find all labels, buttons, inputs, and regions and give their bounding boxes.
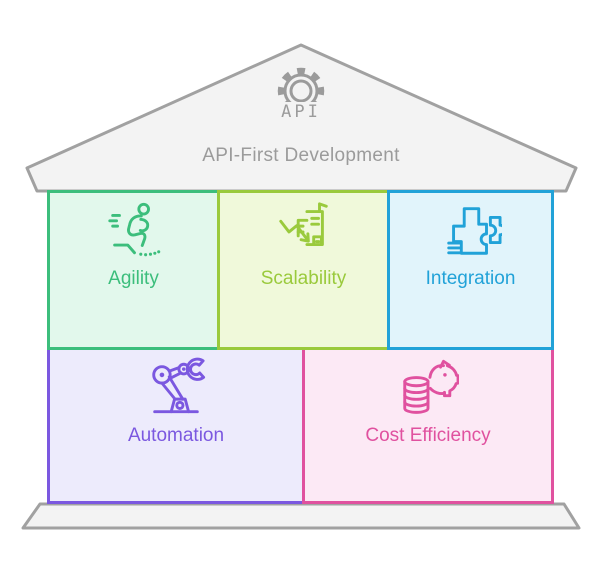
foundation-shape (21, 502, 581, 530)
room-integration: Integration (387, 190, 554, 350)
room-label-integration: Integration (425, 268, 516, 289)
room-label-automation: Automation (127, 425, 225, 446)
roof-content: API API-First Development (0, 67, 602, 167)
building-decline-arrow-icon (278, 202, 328, 246)
room-agility: Agility (47, 190, 220, 350)
room-automation: Automation (47, 347, 305, 504)
piggy-bank-coins-icon (403, 359, 459, 414)
room-cost-efficiency: Cost Efficiency (302, 347, 554, 504)
room-label-agility: Agility (108, 268, 159, 289)
gear-api-icon: API (277, 67, 325, 122)
room-label-cost-efficiency: Cost Efficiency (365, 425, 491, 446)
room-scalability: Scalability (217, 190, 390, 350)
runner-icon (107, 202, 160, 257)
puzzle-pieces-icon (446, 207, 502, 255)
room-label-scalability: Scalability (260, 268, 347, 289)
robot-arm-icon (152, 357, 206, 414)
api-text-backplate (279, 102, 323, 121)
api-label: API (281, 102, 321, 122)
roof-title: API-First Development (202, 145, 400, 166)
